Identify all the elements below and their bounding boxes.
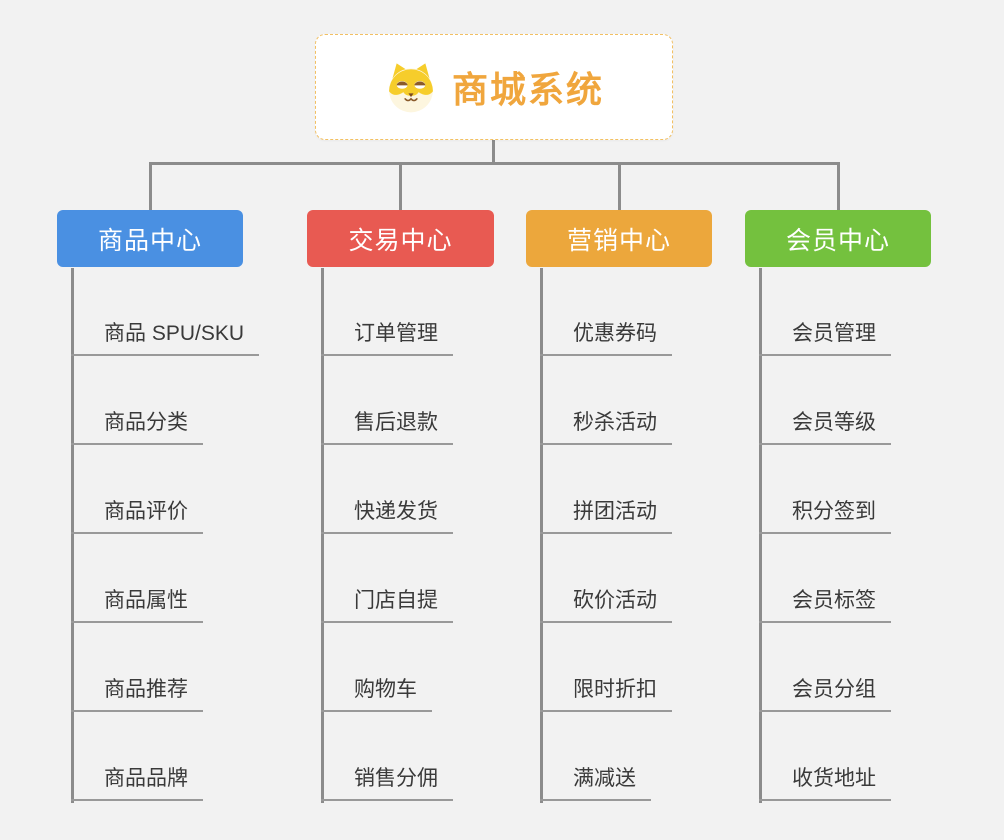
leaf-node[interactable]: 会员管理 xyxy=(759,317,891,356)
branch-node-product-center[interactable]: 商品中心 xyxy=(57,210,243,267)
leaf-node[interactable]: 订单管理 xyxy=(321,317,453,356)
leaf-row: 商品品牌 xyxy=(71,712,259,801)
leaf-node[interactable]: 收货地址 xyxy=(759,762,891,801)
connector-spine-branch-2 xyxy=(321,268,324,803)
leaf-row: 商品属性 xyxy=(71,534,259,623)
branch-node-trade-center[interactable]: 交易中心 xyxy=(307,210,494,267)
leaf-node[interactable]: 售后退款 xyxy=(321,406,453,445)
leaf-row: 商品 SPU/SKU xyxy=(71,267,260,356)
leaf-column-marketing-center: 优惠券码 秒杀活动 拼团活动 砍价活动 限时折扣 满减送 xyxy=(540,267,672,801)
leaf-node[interactable]: 拼团活动 xyxy=(540,495,672,534)
leaf-row: 快递发货 xyxy=(321,445,453,534)
connector-spine-branch-4 xyxy=(759,268,762,803)
leaf-column-member-center: 会员管理 会员等级 积分签到 会员标签 会员分组 收货地址 xyxy=(759,267,891,801)
leaf-column-trade-center: 订单管理 售后退款 快递发货 门店自提 购物车 销售分佣 xyxy=(321,267,453,801)
leaf-node[interactable]: 商品推荐 xyxy=(71,673,203,712)
leaf-node[interactable]: 会员标签 xyxy=(759,584,891,623)
leaf-node[interactable]: 销售分佣 xyxy=(321,762,453,801)
leaf-row: 商品推荐 xyxy=(71,623,259,712)
leaf-row: 限时折扣 xyxy=(540,623,672,712)
dog-face-icon xyxy=(389,63,433,113)
root-title: 商城系统 xyxy=(451,69,604,110)
connector-bus xyxy=(149,162,840,165)
leaf-node[interactable]: 商品 SPU/SKU xyxy=(71,317,260,356)
leaf-row: 积分签到 xyxy=(759,445,891,534)
branch-label: 会员中心 xyxy=(785,226,890,255)
leaf-node[interactable]: 优惠券码 xyxy=(540,317,672,356)
leaf-row: 购物车 xyxy=(321,623,453,712)
leaf-node[interactable]: 商品属性 xyxy=(71,584,203,623)
leaf-row: 销售分佣 xyxy=(321,712,453,801)
connector-drop-branch-1 xyxy=(149,162,152,210)
connector-drop-branch-3 xyxy=(618,162,621,210)
leaf-node[interactable]: 会员分组 xyxy=(759,673,891,712)
leaf-row: 会员管理 xyxy=(759,267,891,356)
leaf-node[interactable]: 积分签到 xyxy=(759,495,891,534)
connector-spine-branch-1 xyxy=(71,268,74,803)
leaf-row: 售后退款 xyxy=(321,356,453,445)
leaf-row: 会员等级 xyxy=(759,356,891,445)
leaf-row: 会员分组 xyxy=(759,623,891,712)
leaf-column-product-center: 商品 SPU/SKU 商品分类 商品评价 商品属性 商品推荐 商品品牌 xyxy=(71,267,260,801)
leaf-node[interactable]: 门店自提 xyxy=(321,584,453,623)
leaf-node[interactable]: 商品分类 xyxy=(71,406,203,445)
leaf-row: 满减送 xyxy=(540,712,672,801)
leaf-node[interactable]: 砍价活动 xyxy=(540,584,672,623)
leaf-row: 优惠券码 xyxy=(540,267,672,356)
branch-label: 营销中心 xyxy=(566,226,671,255)
leaf-row: 拼团活动 xyxy=(540,445,672,534)
leaf-row: 订单管理 xyxy=(321,267,453,356)
leaf-row: 商品分类 xyxy=(71,356,259,445)
leaf-node[interactable]: 快递发货 xyxy=(321,495,453,534)
leaf-node[interactable]: 会员等级 xyxy=(759,406,891,445)
leaf-node[interactable]: 商品评价 xyxy=(71,495,203,534)
leaf-row: 商品评价 xyxy=(71,445,259,534)
leaf-node[interactable]: 满减送 xyxy=(540,762,651,801)
connector-spine-branch-3 xyxy=(540,268,543,803)
connector-drop-branch-4 xyxy=(837,162,840,210)
root-node-mall-system[interactable]: 商城系统 xyxy=(315,34,673,140)
leaf-row: 门店自提 xyxy=(321,534,453,623)
leaf-row: 收货地址 xyxy=(759,712,891,801)
branch-label: 交易中心 xyxy=(348,226,453,255)
leaf-node[interactable]: 商品品牌 xyxy=(71,762,203,801)
leaf-row: 会员标签 xyxy=(759,534,891,623)
branch-node-marketing-center[interactable]: 营销中心 xyxy=(526,210,712,267)
leaf-row: 秒杀活动 xyxy=(540,356,672,445)
branch-label: 商品中心 xyxy=(97,226,202,255)
connector-root-drop xyxy=(492,140,495,164)
leaf-node[interactable]: 秒杀活动 xyxy=(540,406,672,445)
leaf-node[interactable]: 限时折扣 xyxy=(540,673,672,712)
leaf-row: 砍价活动 xyxy=(540,534,672,623)
connector-drop-branch-2 xyxy=(399,162,402,210)
branch-node-member-center[interactable]: 会员中心 xyxy=(745,210,931,267)
leaf-node[interactable]: 购物车 xyxy=(321,673,432,712)
